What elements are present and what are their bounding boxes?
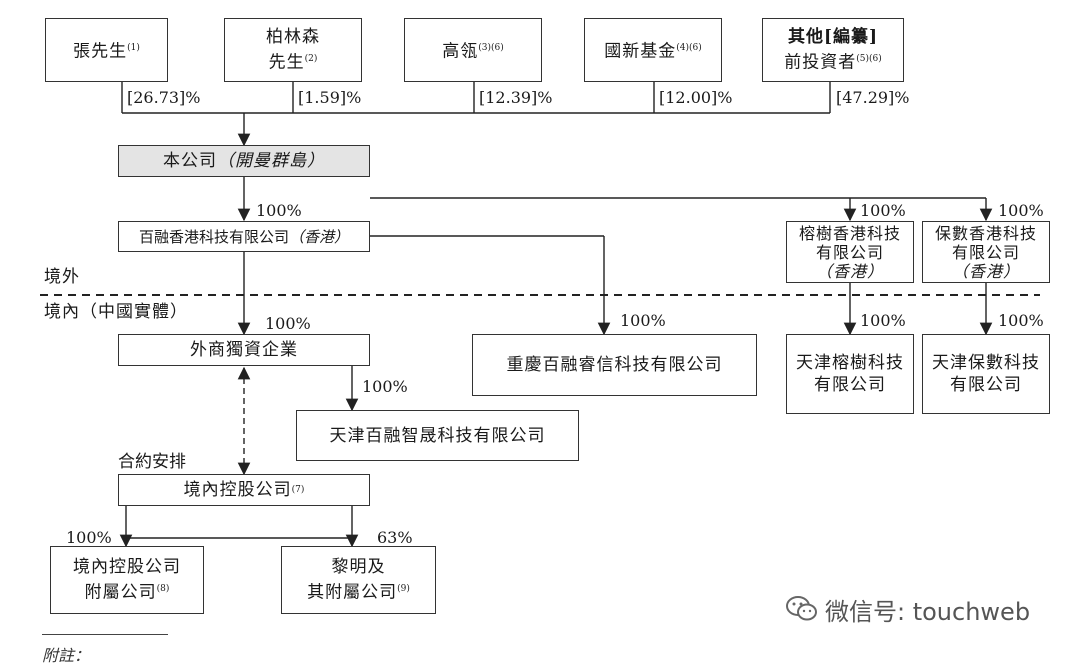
footnote-label: 附註：	[42, 646, 91, 665]
pct-baoshuhk: 100%	[998, 201, 1044, 220]
shareholder-others: 其他[編纂] 前投資者(5)(6)	[762, 18, 904, 82]
company-box: 本公司（開曼群島）	[118, 145, 370, 177]
watermark: 微信号: touchweb	[785, 592, 1030, 626]
pct-tianjin-rongshu: 100%	[860, 311, 906, 330]
shareholder-hillhouse: 高瓴(3)(6)	[404, 18, 542, 82]
shareholder-guoxin: 國新基金(4)(6)	[584, 18, 722, 82]
pct-baironghk: 100%	[256, 201, 302, 220]
region-outside: 境外	[44, 267, 80, 287]
pct-opco-subs: 100%	[66, 528, 112, 547]
pct-tianjin-zhisheng: 100%	[362, 377, 408, 396]
tianjin-baoshu-box: 天津保數科技 有限公司	[922, 334, 1050, 414]
pct-chongqing: 100%	[620, 311, 666, 330]
contractual-label: 合約安排	[118, 452, 186, 472]
pct-liming: 63%	[377, 528, 413, 547]
baoshuhk-box: 保數香港科技 有限公司 （香港）	[922, 221, 1050, 283]
shareholder-bai: 柏林森 先生(2)	[224, 18, 362, 82]
pct-wfoe: 100%	[265, 314, 311, 333]
liming-box: 黎明及 其附屬公司(9)	[281, 546, 436, 614]
pct-tianjin-baoshu: 100%	[998, 311, 1044, 330]
chongqing-box: 重慶百融睿信科技有限公司	[472, 334, 757, 396]
pct-bai: [1.59]%	[298, 88, 362, 107]
wechat-icon	[785, 594, 819, 624]
tianjin-rongshu-box: 天津榕樹科技 有限公司	[786, 334, 914, 414]
pct-others: [47.29]%	[836, 88, 910, 107]
shareholder-zhang: 張先生(1)	[45, 18, 168, 82]
pct-guoxin: [12.00]%	[659, 88, 733, 107]
pct-zhang: [26.73]%	[127, 88, 201, 107]
opco-subs-box: 境內控股公司 附屬公司(8)	[50, 546, 204, 614]
region-inside: 境內（中國實體）	[44, 302, 188, 322]
wfoe-box: 外商獨資企業	[118, 334, 370, 366]
pct-hillhouse: [12.39]%	[479, 88, 553, 107]
opco-box: 境內控股公司(7)	[118, 474, 370, 506]
watermark-text: 微信号: touchweb	[825, 597, 1031, 626]
rongshuhk-box: 榕樹香港科技 有限公司 （香港）	[786, 221, 914, 283]
tianjin-zhisheng-box: 天津百融智晟科技有限公司	[296, 410, 579, 461]
baironghk-box: 百融香港科技有限公司（香港）	[118, 221, 370, 252]
pct-rongshuhk: 100%	[860, 201, 906, 220]
footnote-divider	[42, 634, 168, 635]
